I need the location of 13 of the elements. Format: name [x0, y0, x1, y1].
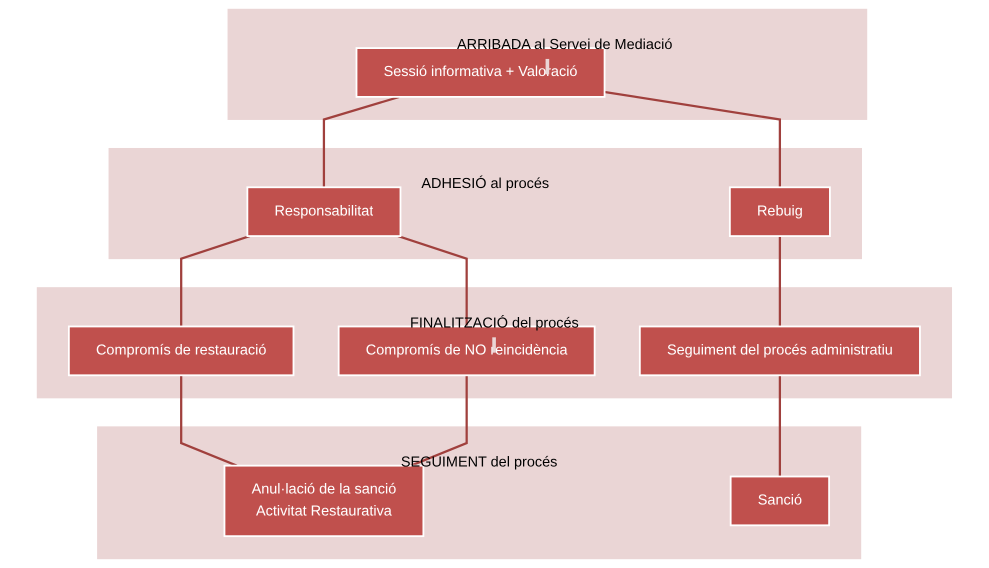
connector — [778, 236, 782, 326]
connector — [180, 235, 250, 326]
connector — [322, 96, 400, 188]
node-box: Rebuig — [729, 186, 831, 237]
node-box: Compromís de restauració — [68, 326, 294, 376]
node-box: Sanció — [730, 476, 830, 526]
connector — [604, 90, 782, 188]
connector — [398, 235, 468, 326]
node-box: Responsabilitat — [246, 186, 402, 237]
connector — [180, 375, 238, 467]
connector — [778, 375, 782, 476]
node-box: Seguiment del procés administratiu — [639, 326, 921, 376]
connector — [410, 375, 468, 467]
